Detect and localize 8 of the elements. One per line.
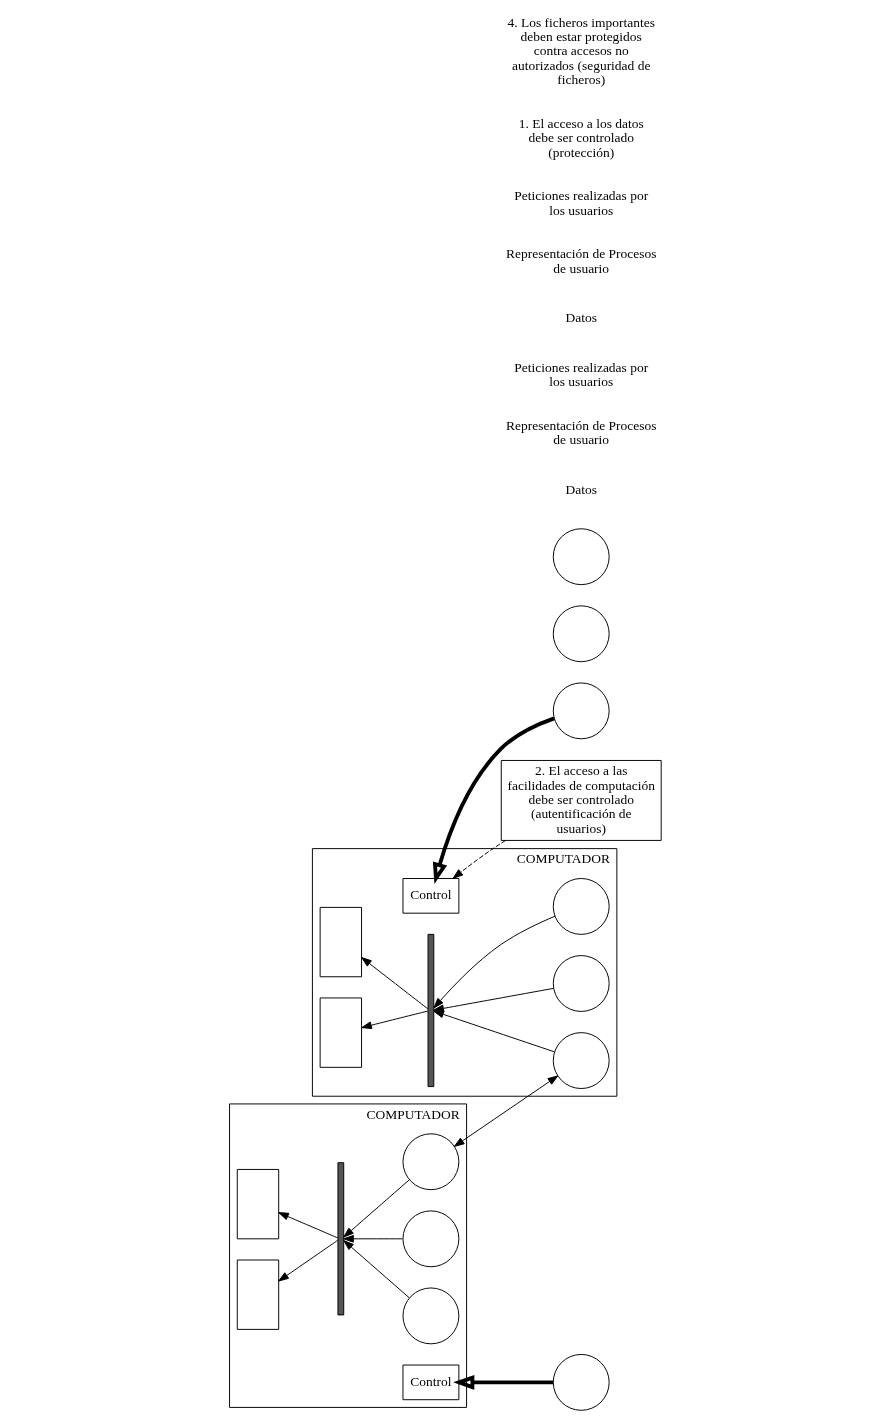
label: Representación de Procesos de usuario	[506, 246, 657, 276]
label: 1. El acceso a los datos debe ser controlado (protección)	[518, 115, 644, 160]
label: Peticiones realizadas por los usuarios	[514, 188, 649, 218]
label: 4. Los ficheros importantes deben estar protegidos contra accesos no autorizados (seguridad de ficheros)	[507, 14, 655, 88]
label: Datos	[565, 310, 597, 326]
label: Peticiones realizadas por los usuarios	[514, 359, 649, 390]
label: Datos	[565, 481, 597, 497]
label: Representación de Procesos de usuario	[506, 417, 657, 448]
